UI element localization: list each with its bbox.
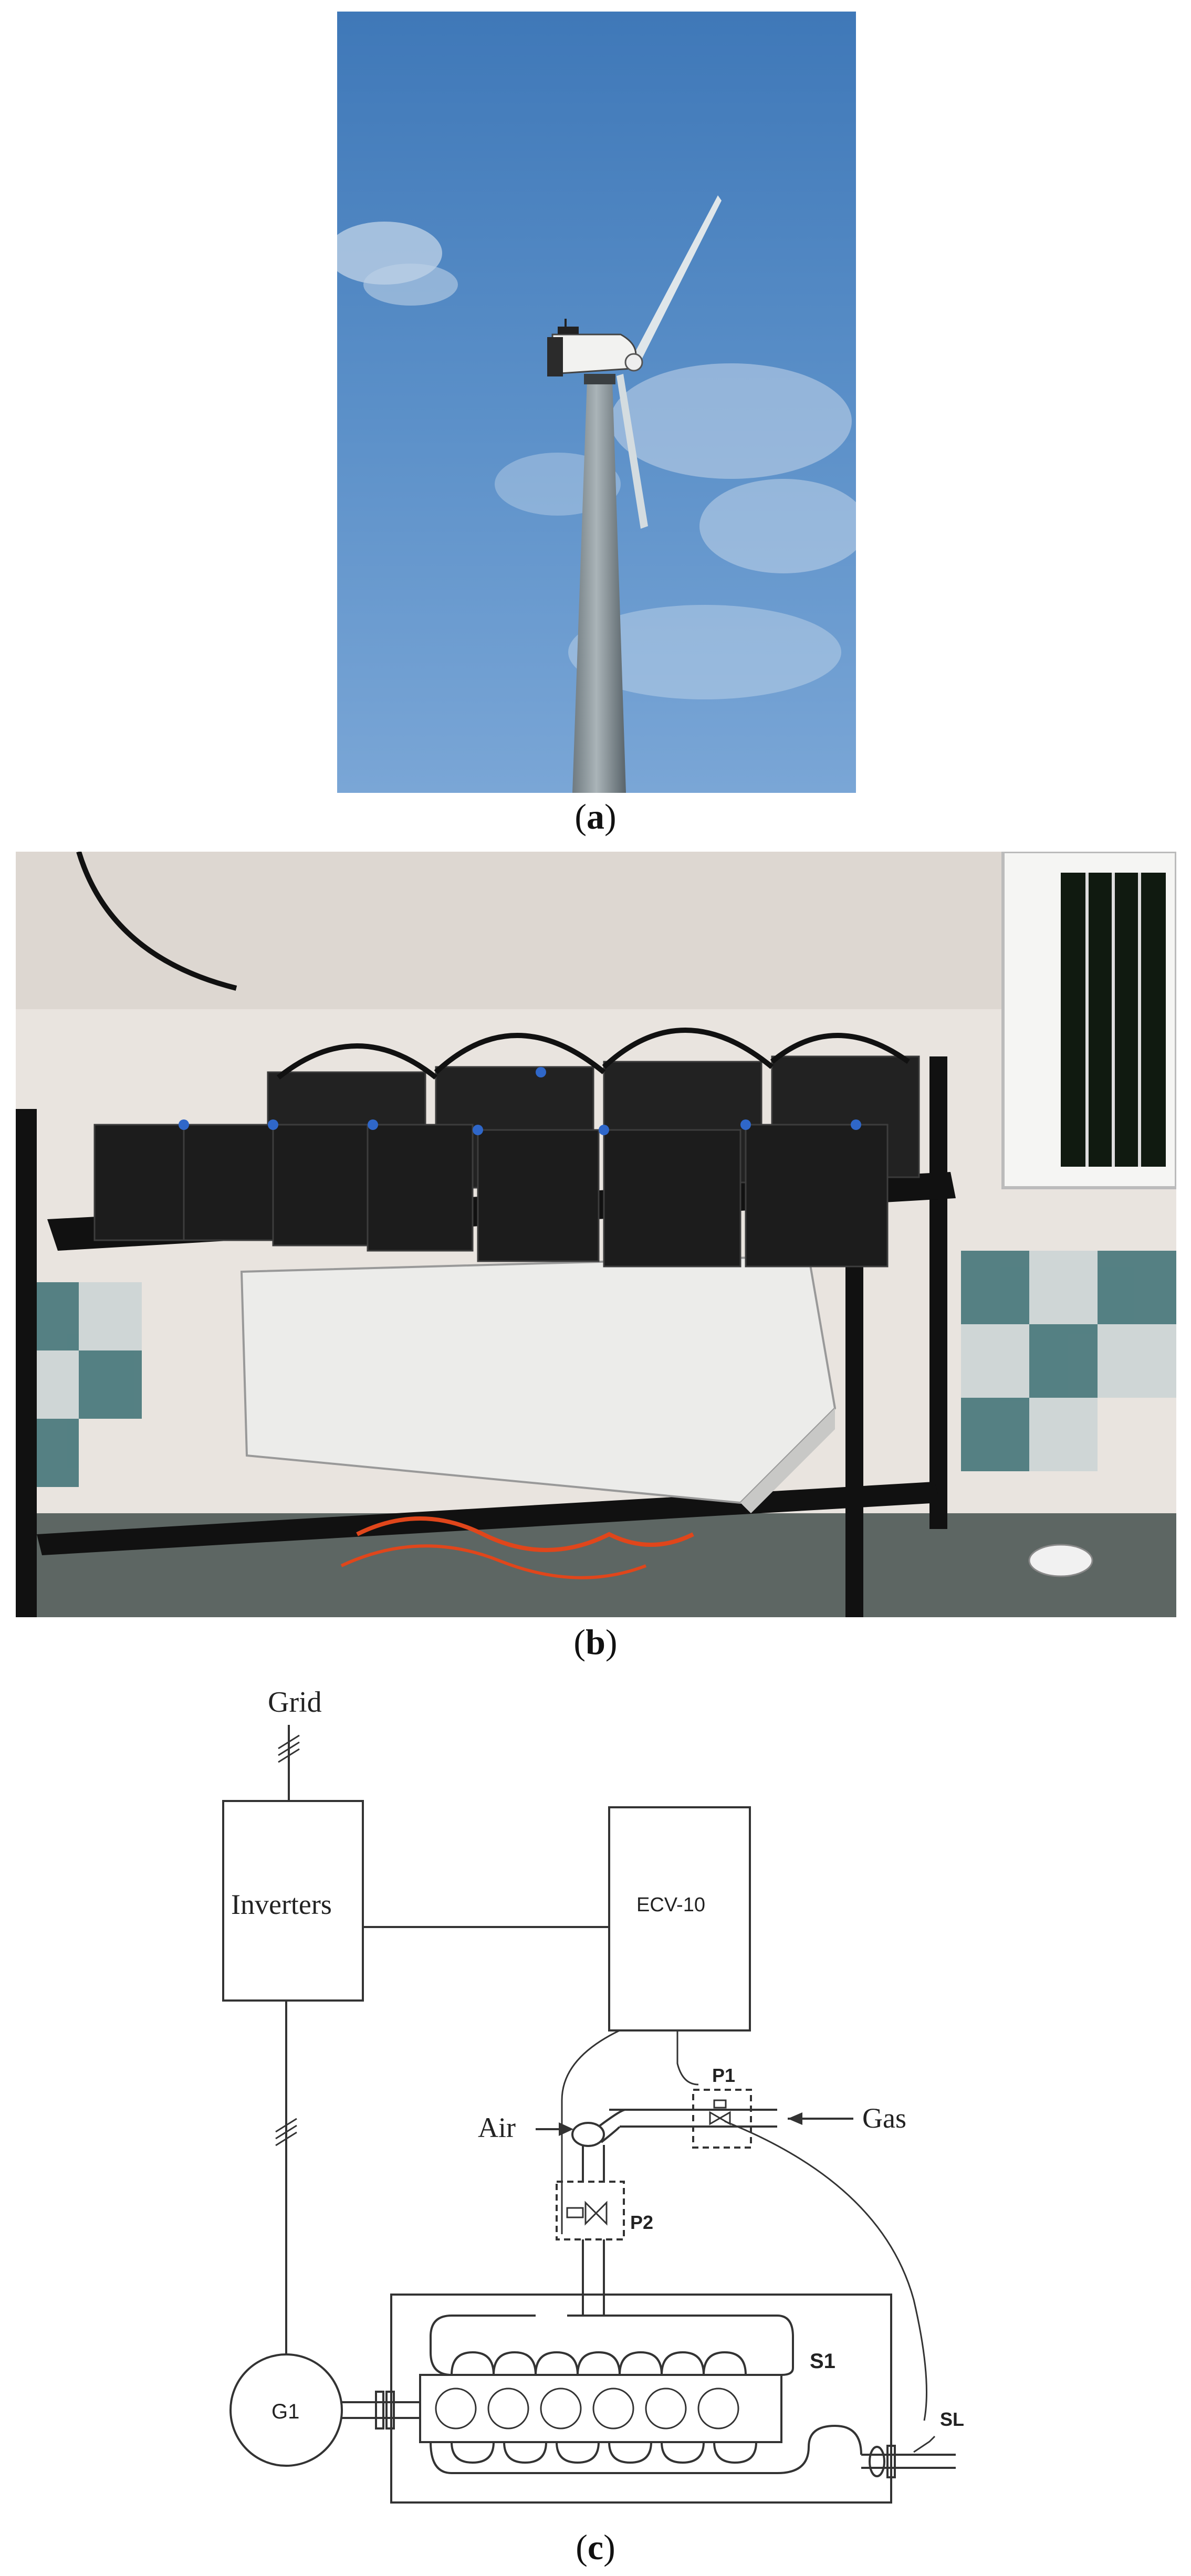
panel-c-caption: (c) — [576, 2527, 615, 2567]
ecv-10-label: ECV-10 — [636, 1894, 705, 1916]
g1-label: G1 — [271, 2400, 299, 2423]
panel-a-caption: (a) — [574, 797, 617, 836]
p1-valve-box — [692, 2089, 752, 2149]
sl-label: SL — [940, 2409, 964, 2430]
battery-bank-photo — [16, 852, 1176, 1617]
p1-label: P1 — [712, 2065, 735, 2086]
p2-valve-box — [556, 2181, 625, 2240]
generator-g1 — [229, 2353, 343, 2467]
air-label: Air — [478, 2112, 516, 2143]
ecv-10-box — [608, 1806, 751, 2032]
inverters-box — [222, 1800, 364, 2002]
inverters-label: Inverters — [231, 1889, 332, 1920]
engine-block — [419, 2374, 782, 2443]
s1-label: S1 — [810, 2350, 835, 2373]
p2-label: P2 — [630, 2212, 653, 2233]
panel-b-caption: (b) — [573, 1622, 618, 1662]
gas-label: Gas — [862, 2102, 906, 2134]
system-schematic: Grid Inverters ECV-10 G1 — [200, 1670, 1040, 2520]
wind-turbine-photo — [337, 12, 856, 793]
s1-enclosure — [390, 2294, 892, 2504]
grid-label: Grid — [268, 1686, 322, 1719]
